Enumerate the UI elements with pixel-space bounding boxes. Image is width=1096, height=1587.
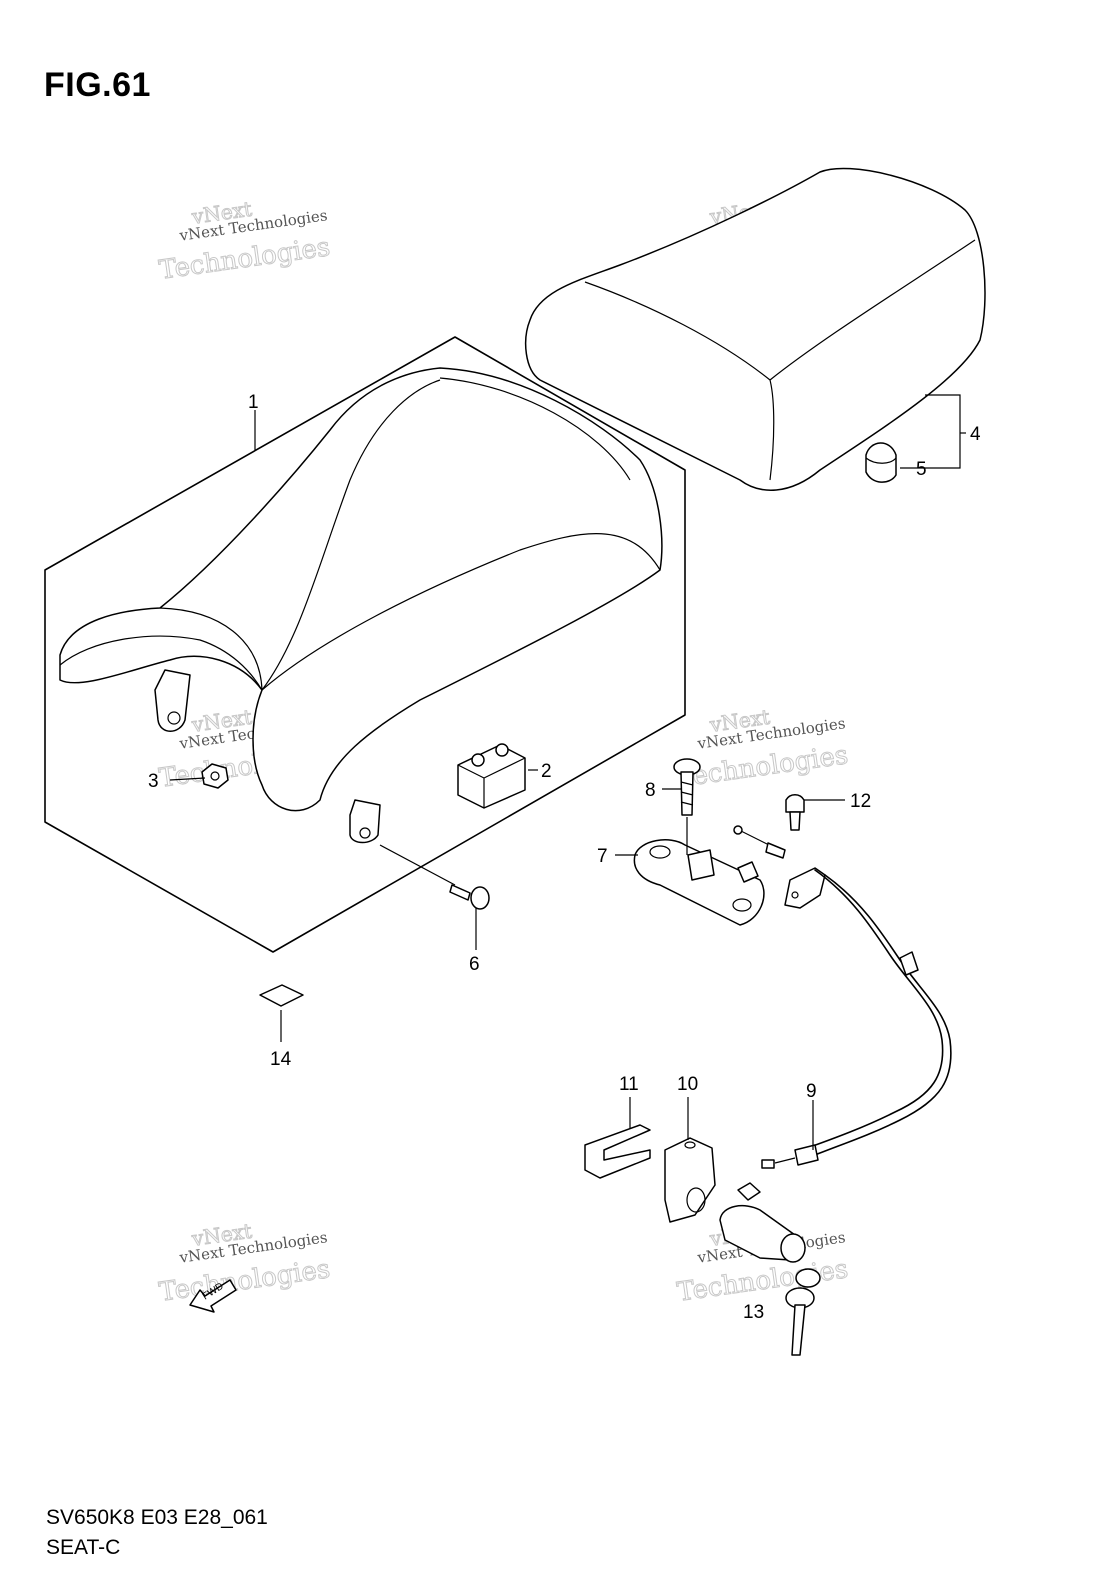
watermark-bottom-left: vNext vNext Technologies Technologies xyxy=(157,1218,333,1308)
callout-4: 4 xyxy=(970,424,981,445)
callouts: 1 2 3 4 5 6 7 8 9 10 11 12 13 14 xyxy=(148,392,981,1323)
lock-cylinder-key-part xyxy=(719,1182,821,1356)
front-seat xyxy=(59,367,663,844)
rear-seat-cushion-part xyxy=(865,442,897,483)
watermark-mid-right: vNext vNext Technologies Technologies xyxy=(675,704,851,794)
seat-lock-part xyxy=(633,825,786,926)
rear-seat xyxy=(524,167,986,491)
callout-7: 7 xyxy=(597,846,608,867)
callout-6: 6 xyxy=(469,954,480,975)
leader-lines xyxy=(169,394,966,1150)
screw-part-8 xyxy=(673,758,701,816)
callout-8: 8 xyxy=(645,780,656,801)
watermark-top-left: vNext vNext Technologies Technologies xyxy=(157,196,333,286)
callout-3: 3 xyxy=(148,771,159,792)
figure-title: FIG.61 xyxy=(44,66,151,104)
seat-lock-cable-part xyxy=(761,867,952,1169)
seat-damper-part xyxy=(457,743,526,809)
callout-10: 10 xyxy=(677,1074,698,1095)
callout-11: 11 xyxy=(619,1074,639,1095)
section-name: SEAT-C xyxy=(46,1536,121,1559)
callout-2: 2 xyxy=(541,761,552,782)
nut-part xyxy=(201,763,229,789)
model-code: SV650K8 E03 E28_061 xyxy=(46,1506,268,1529)
callout-13: 13 xyxy=(743,1302,764,1323)
callout-14: 14 xyxy=(270,1049,292,1070)
screw-part-6 xyxy=(449,884,490,910)
bolt-part-12 xyxy=(785,794,805,831)
callout-1: 1 xyxy=(248,392,259,413)
callout-12: 12 xyxy=(850,791,871,812)
callout-5: 5 xyxy=(916,459,927,480)
callout-9: 9 xyxy=(806,1081,817,1102)
bracket-part xyxy=(664,1137,716,1223)
clip-part xyxy=(584,1124,651,1179)
seat-assembly-box xyxy=(44,336,686,953)
label-sheet-part xyxy=(259,984,304,1007)
